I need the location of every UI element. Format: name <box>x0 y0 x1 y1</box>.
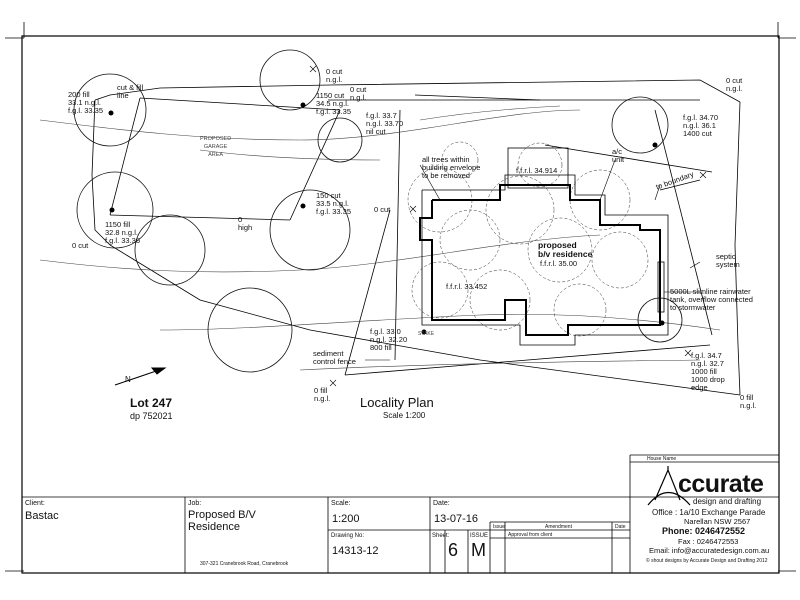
trees-to-remove <box>407 141 649 337</box>
company-name: ccurate <box>678 470 764 498</box>
rev-header-issue: Issue <box>493 524 505 530</box>
scale-label: Scale: <box>331 500 351 507</box>
issue-value: M <box>471 540 486 560</box>
tree-canopy <box>76 171 154 249</box>
cut-0-left-note: 0 cut <box>72 241 89 250</box>
fgl-3470-note: f.g.l. 34.70 n.g.l. 36.1 1400 cut <box>683 113 719 138</box>
garage-area-label: PROPOSED GARAGE AREA <box>200 136 232 158</box>
address-value: 307-321 Cranebrook Road, Cranebrook <box>200 561 289 567</box>
company-phone: Phone: 0246472552 <box>662 526 746 536</box>
scale-value: 1:200 <box>332 513 360 525</box>
company-suburb: Narellan NSW 2567 <box>684 517 751 526</box>
septic-label: septic system <box>716 252 740 269</box>
cut-150-note: 150 cut 33.5 n.g.l. f.g.l. 33.35 <box>316 191 352 216</box>
cut-0-tr-note: 0 cut n.g.l. <box>726 76 743 93</box>
fgl-330-note: f.g.l. 33.0 n.g.l. 32.20 800 fill <box>370 327 408 352</box>
drawing-no-value: 14313-12 <box>332 545 379 557</box>
survey-points <box>108 102 665 335</box>
fill-0-bottom-note: 0 fill n.g.l. <box>314 386 331 403</box>
fgl-347-note: f.g.l. 34.7 n.g.l. 32.7 1000 fill 1000 d… <box>691 351 725 392</box>
sheet-value: 6 <box>448 540 459 560</box>
proposed-building-outline <box>419 147 669 346</box>
sheet-border <box>21 35 780 574</box>
date-value: 13-07-16 <box>434 513 479 525</box>
fill-1150-note: 1150 fill 32.8 n.g.l. f.g.l. 33.35 <box>105 220 141 245</box>
title-block-grid <box>22 454 779 573</box>
sheet-label: Sheet: <box>432 533 450 539</box>
rev-header-date: Date <box>615 524 626 530</box>
tree-canopy <box>259 49 321 111</box>
lot-number: Lot 247 <box>130 396 173 410</box>
rainwater-tank-note: 5000L slimline rainwater tank, overflow … <box>670 287 753 312</box>
cut-0-mid-note: 0 cut <box>374 205 391 214</box>
lot-boundary <box>91 79 741 396</box>
company-office: Office : 1a/10 Exchange Parade <box>652 508 766 517</box>
cut-0-top-note: 0 cut n.g.l. <box>350 85 367 102</box>
rev-row-amendment: Approval from client <box>508 532 553 538</box>
plan-title: Locality Plan <box>360 395 434 410</box>
tree-canopy <box>269 189 351 271</box>
fill-0-br-note: 0 fill n.g.l. <box>740 393 757 410</box>
company-fax: Fax : 0246472553 <box>678 537 739 546</box>
client-label: Client: <box>25 500 45 507</box>
job-value: Proposed B/V Residence <box>188 509 256 533</box>
high-0-note: 0 high <box>238 215 253 232</box>
tree-canopy <box>611 96 669 154</box>
ffrl-34914-label: f.f.r.l. 34.914 <box>516 166 558 175</box>
contour-lines <box>39 105 721 371</box>
tree-canopy <box>317 117 363 163</box>
ac-unit-label: a/c unit <box>612 147 625 164</box>
house-name-label: House Name <box>647 456 677 462</box>
north-label: N <box>125 375 131 384</box>
company-email: Email: info@accuratedesign.com.au <box>649 546 770 555</box>
leader-lines <box>365 159 701 361</box>
date-label: Date: <box>433 500 450 507</box>
cut-0-tl-note: 0 cut n.g.l. <box>326 67 343 84</box>
ffrl-35-label: f.f.r.l. 35.00 <box>540 259 578 268</box>
issue-label: ISSUE <box>470 533 489 539</box>
dp-number: dp 752021 <box>130 411 173 421</box>
sediment-fence-note: sediment control fence <box>313 349 356 366</box>
tree-canopy <box>207 287 293 373</box>
company-tagline: design and drafting <box>693 497 762 506</box>
tree-canopy <box>73 73 147 147</box>
plan-scale: Scale 1:200 <box>383 411 426 420</box>
drawing-no-label: Drawing No: <box>331 533 365 539</box>
company-logo-mark <box>647 466 691 506</box>
client-value: Bastac <box>25 510 59 522</box>
cut-fill-line-note: cut & fill line <box>117 83 144 100</box>
tree-canopy <box>134 214 206 286</box>
fgl-337-note: f.g.l. 33.7 n.g.l. 33.70 nil cut <box>366 111 404 136</box>
proposed-residence-label: proposed b/v residence <box>538 240 593 259</box>
company-copyright: © shout designs by Accurate Design and D… <box>646 558 768 564</box>
job-label: Job: <box>188 500 202 507</box>
cut-1150-note: 1150 cut 34.5 n.g.l. f.g.l. 33.35 <box>316 91 352 116</box>
fill-200-note: 200 fill 33.1 n.g.l. f.g.l. 33.35 <box>68 90 104 115</box>
rev-header-amendment: Amendment <box>545 524 572 530</box>
ffrl-33452-label: f.f.r.l. 33.452 <box>446 282 488 291</box>
north-arrow <box>114 367 167 386</box>
stake-label: STAKE <box>418 331 435 337</box>
trees-removed-note: all trees within building envelope to be… <box>422 155 481 180</box>
